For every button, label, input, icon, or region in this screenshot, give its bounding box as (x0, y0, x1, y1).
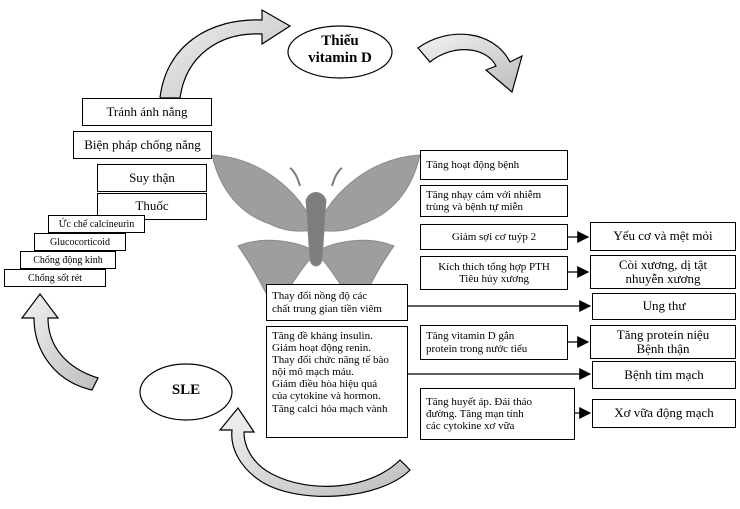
outcome-proteinuria: Tăng protein niệu Bệnh thận (590, 325, 736, 359)
vitamin-d-ellipse (287, 25, 393, 79)
effect-hypertension: Tăng huyết áp. Đái tháo đường. Tăng mạn … (420, 388, 575, 440)
vitamin-d-label: Thiếu vitamin D (308, 33, 372, 67)
effect-inflammatory-mediators: Thay đổi nồng độ các chất trung gian tiề… (266, 284, 408, 321)
outcome-cancer: Ung thư (592, 293, 736, 320)
effect-urinary-binding: Tăng vitamin D gắn protein trong nước ti… (420, 325, 568, 360)
drug-glucocorticoid: Glucocorticoid (34, 233, 126, 251)
effect-pth: Kích thích tổng hợp PTH Tiêu hủy xương (420, 256, 568, 290)
cycle-arrows (20, 8, 523, 497)
drug-anticonvulsant: Chống động kinh (20, 251, 116, 269)
outcome-arrows (408, 231, 592, 419)
drug-calcineurin: Ức chế calcineurin (48, 215, 145, 233)
cause-avoid-sun: Tránh ánh nắng (82, 98, 212, 126)
sle-ellipse (139, 363, 233, 421)
outcome-rickets: Còi xương, dị tật nhuyễn xương (590, 255, 736, 289)
effect-disease-activity: Tăng hoạt động bệnh (420, 150, 568, 180)
effect-cardiovascular-list: Tăng đề kháng insulin. Giảm hoạt động re… (266, 326, 408, 438)
butterfly-logo-icon (211, 154, 421, 314)
drug-antimalarial: Chống sốt rét (4, 269, 106, 287)
outcome-muscle-weakness: Yếu cơ và mệt mỏi (590, 222, 736, 251)
outcome-heart-disease: Bệnh tim mạch (592, 361, 736, 389)
effect-type2-fiber: Giảm sợi cơ tuýp 2 (420, 224, 568, 250)
effect-infection-susceptibility: Tăng nhạy cảm với nhiễm trùng và bệnh tự… (420, 185, 568, 217)
outcome-atherosclerosis: Xơ vữa động mạch (592, 399, 736, 428)
cause-kidney-failure: Suy thận (97, 164, 207, 192)
sle-label: SLE (171, 382, 201, 398)
cause-sun-protection: Biện pháp chống nắng (73, 131, 212, 159)
